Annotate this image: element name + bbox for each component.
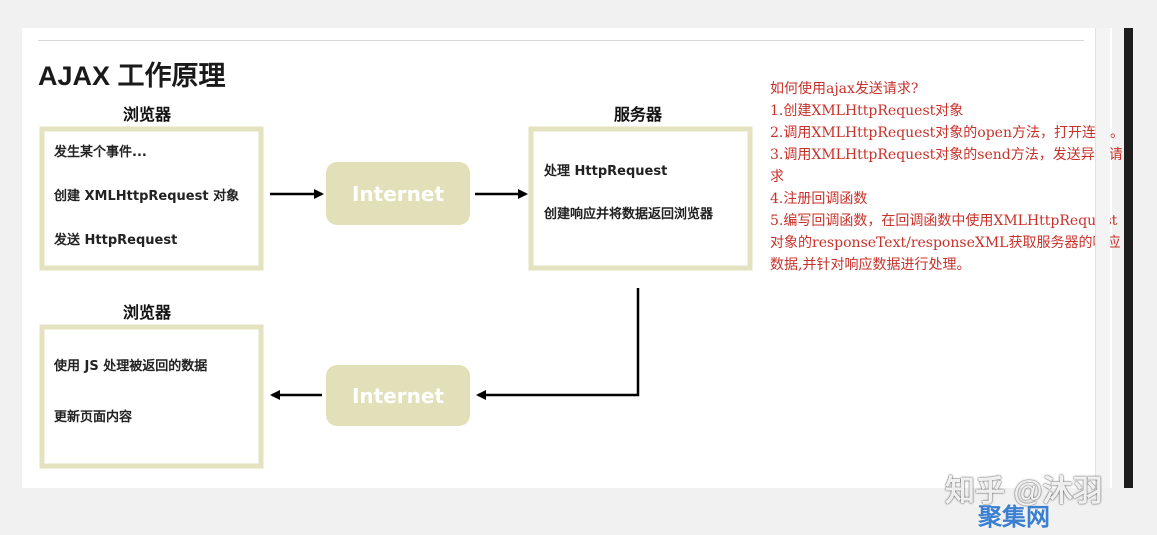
browser-heading-bottom: 浏览器: [123, 303, 172, 322]
browser-heading-top: 浏览器: [123, 105, 172, 124]
scrollbar-track[interactable]: [1095, 28, 1110, 488]
internet-top-label: Internet: [352, 182, 444, 206]
notes-step-2: 2.调用XMLHttpRequest对象的open方法，打开连接。: [770, 125, 1124, 141]
notes-heading: 如何使用ajax发送请求?: [770, 81, 919, 97]
internet-top-node: [326, 162, 470, 225]
internet-bottom-label: Internet: [352, 384, 444, 408]
site-watermark: 聚集网: [978, 504, 1050, 531]
browser-line-send: 发送 HttpRequest: [53, 232, 177, 248]
browser-line-event: 发生某个事件...: [53, 144, 147, 160]
content-page: AJAX 工作原理 浏览器 服务器 浏览器 发生某个事件... 创建 XMLHt…: [22, 28, 1124, 488]
browser-request-box: [39, 126, 264, 271]
server-line-process: 处理 HttpRequest: [543, 163, 667, 179]
server-line-respond: 创建响应并将数据返回浏览器: [543, 206, 714, 222]
usage-notes: 如何使用ajax发送请求? 1.创建XMLHttpRequest对象 2.调用X…: [770, 78, 1130, 276]
notes-step-5: 5.编写回调函数，在回调函数中使用XMLHttpRequest对象的respon…: [770, 213, 1121, 273]
result-line-update: 更新页面内容: [54, 409, 132, 425]
zhihu-watermark: 知乎 @沐羽: [945, 475, 1103, 508]
ajax-flow-diagram: 浏览器 服务器 浏览器 发生某个事件... 创建 XMLHttpRequest …: [39, 105, 753, 469]
browser-result-box: [39, 324, 264, 469]
internet-bottom-node: [326, 365, 470, 426]
server-box: [528, 126, 753, 271]
top-divider: [38, 40, 1084, 41]
arrow-server-to-internet: [476, 288, 640, 400]
page-title: AJAX 工作原理: [38, 61, 226, 91]
browser-line-create-xhr: 创建 XMLHttpRequest 对象: [53, 188, 239, 204]
notes-step-3: 3.调用XMLHttpRequest对象的send方法，发送异步请求: [770, 147, 1123, 185]
server-heading: 服务器: [614, 105, 663, 124]
adjacent-panel-edge: [1124, 28, 1133, 488]
result-line-process: 使用 JS 处理被返回的数据: [53, 358, 207, 374]
notes-step-1: 1.创建XMLHttpRequest对象: [770, 103, 964, 119]
notes-step-4: 4.注册回调函数: [770, 191, 868, 207]
